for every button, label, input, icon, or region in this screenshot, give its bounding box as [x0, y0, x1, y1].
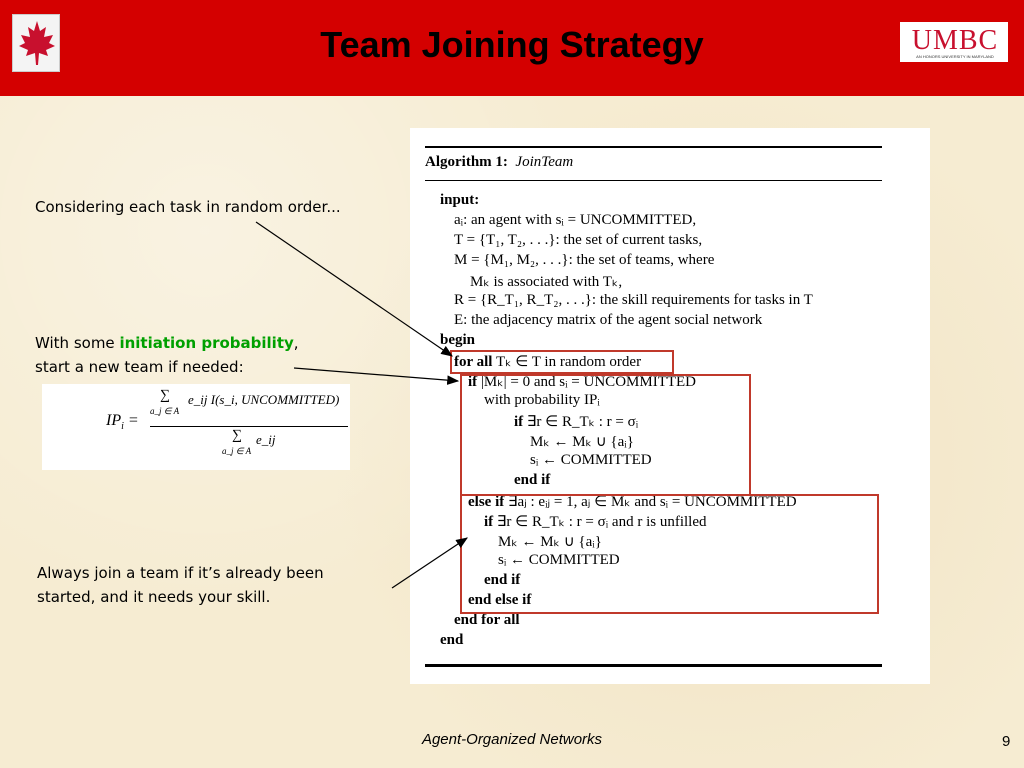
- algorithm-line: aᵢ: an agent with sᵢ = UNCOMMITTED,: [454, 212, 696, 229]
- algorithm-bottom-rule: [425, 664, 882, 667]
- formula-numerator-body: e_ij I(s_i, UNCOMMITTED): [188, 392, 340, 407]
- algorithm-line: else if ∃aⱼ : eᵢⱼ = 1, aⱼ ∈ Mₖ and sᵢ = …: [468, 492, 797, 511]
- slide-header: Team Joining Strategy UMBC AN HONORS UNI…: [0, 0, 1024, 96]
- algorithm-line: end else if: [468, 592, 531, 609]
- algorithm-keyword: else if: [468, 494, 505, 510]
- algorithm-line: Mₖ is associated with Tₖ,: [470, 272, 622, 291]
- algorithm-keyword: input:: [440, 192, 480, 208]
- algorithm-text: Mₖ ← Mₖ ∪ {aᵢ}: [530, 434, 634, 450]
- algorithm-text: |Mₖ| = 0 and sᵢ = UNCOMMITTED: [477, 374, 697, 390]
- formula-denominator-sum-sub: a_j ∈ A: [222, 446, 252, 456]
- algorithm-keyword: if: [514, 414, 524, 430]
- algorithm-keyword: if: [468, 374, 478, 390]
- algorithm-line: M = {M₁, M₂, . . .}: the set of teams, w…: [454, 252, 714, 269]
- algorithm-title: Algorithm 1: JoinTeam: [425, 154, 574, 170]
- algorithm-keyword: end if: [484, 572, 521, 588]
- algorithm-text: E: the adjacency matrix of the agent soc…: [454, 312, 763, 328]
- algorithm-line: input:: [440, 192, 479, 209]
- algorithm-line: with probability IPᵢ: [484, 392, 600, 409]
- algorithm-box: Algorithm 1: JoinTeam input: aᵢ: an agent…: [410, 128, 930, 684]
- algorithm-text: sᵢ ← COMMITTED: [530, 452, 652, 468]
- formula-denominator-body: e_ij: [256, 432, 276, 447]
- umbc-logo-text: UMBC: [911, 25, 999, 56]
- algorithm-text: R = {R_T₁, R_T₂, . . .}: the skill requi…: [454, 292, 813, 308]
- algorithm-line: end if: [514, 472, 550, 489]
- initiation-probability-formula: IPi = ∑ a_j ∈ A e_ij I(s_i, UNCOMMITTED)…: [42, 384, 350, 470]
- algorithm-keyword: end if: [514, 472, 551, 488]
- algorithm-line: end: [440, 632, 463, 649]
- algorithm-text: Mₖ ← Mₖ ∪ {aᵢ}: [498, 534, 602, 550]
- algorithm-keyword: end for all: [454, 612, 520, 628]
- algorithm-line: if |Mₖ| = 0 and sᵢ = UNCOMMITTED: [468, 372, 696, 391]
- formula-fraction-bar: [150, 426, 348, 427]
- formula-lhs: IPi =: [106, 412, 139, 433]
- annotation-random-order: Considering each task in random order...: [35, 198, 341, 216]
- algorithm-text: ∃r ∈ R_Tₖ : r = σᵢ: [523, 414, 639, 430]
- algorithm-keyword: end else if: [468, 592, 532, 608]
- algorithm-text: Mₖ is associated with Tₖ,: [470, 274, 623, 290]
- algorithm-line: if ∃r ∈ R_Tₖ : r = σᵢ: [514, 412, 638, 431]
- algorithm-top-rule: [425, 146, 882, 148]
- formula-denominator-sum: ∑: [232, 428, 242, 443]
- algorithm-line: R = {R_T₁, R_T₂, . . .}: the skill requi…: [454, 292, 813, 309]
- algorithm-line: if ∃r ∈ R_Tₖ : r = σᵢ and r is unfilled: [484, 512, 707, 531]
- algorithm-line: end if: [484, 572, 520, 589]
- umbc-logo-subtext: AN HONORS UNIVERSITY IN MARYLAND: [916, 54, 994, 59]
- arrow-random-order: [255, 221, 453, 357]
- algorithm-text: ∃r ∈ R_Tₖ : r = σᵢ and r is unfilled: [493, 514, 707, 530]
- algorithm-line: Mₖ ← Mₖ ∪ {aᵢ}: [530, 432, 634, 451]
- algorithm-line: end for all: [454, 612, 520, 629]
- algorithm-text: T = {T₁, T₂, . . .}: the set of current …: [454, 232, 703, 248]
- algorithm-text: sᵢ ← COMMITTED: [498, 552, 620, 568]
- algorithm-keyword: end: [440, 632, 464, 648]
- arrow-initiation: [293, 367, 460, 385]
- algorithm-line: begin: [440, 332, 475, 349]
- arrow-join: [391, 537, 468, 589]
- algorithm-keyword: for all: [454, 354, 493, 370]
- annotation-join-line1: Always join a team if it’s already been: [37, 564, 324, 582]
- highlight-join-team: [460, 494, 879, 614]
- formula-numerator-sum-sub: a_j ∈ A: [150, 406, 180, 416]
- slide-footer: Agent-Organized Networks: [421, 731, 603, 748]
- algorithm-line: for all Tₖ ∈ T in random order: [454, 352, 641, 371]
- algorithm-line: E: the adjacency matrix of the agent soc…: [454, 312, 762, 329]
- annotation-initiation-suffix: ,: [293, 334, 299, 352]
- umbc-logo: UMBC AN HONORS UNIVERSITY IN MARYLAND: [900, 22, 1008, 62]
- slide-title: Team Joining Strategy: [320, 24, 704, 65]
- algorithm-header-rule: [425, 180, 882, 181]
- algorithm-line: sᵢ ← COMMITTED: [530, 452, 652, 469]
- algorithm-text: ∃aⱼ : eᵢⱼ = 1, aⱼ ∈ Mₖ and sᵢ = UNCOMMIT…: [504, 494, 797, 510]
- algorithm-keyword: if: [484, 514, 494, 530]
- annotation-join-line2: started, and it needs your skill.: [37, 588, 271, 606]
- annotation-initiation-line2: start a new team if needed:: [35, 358, 244, 376]
- algorithm-text: aᵢ: an agent with sᵢ = UNCOMMITTED,: [454, 212, 697, 228]
- algorithm-text: Tₖ ∈ T in random order: [492, 354, 642, 370]
- algorithm-line: sᵢ ← COMMITTED: [498, 552, 620, 569]
- formula-numerator-sum: ∑: [160, 388, 170, 403]
- algorithm-keyword: begin: [440, 332, 476, 348]
- highlight-for-all: [450, 350, 674, 374]
- annotation-initiation-highlight: initiation probability: [119, 334, 294, 352]
- annotation-initiation-prefix: With some: [35, 334, 120, 352]
- algorithm-line: Mₖ ← Mₖ ∪ {aᵢ}: [498, 532, 602, 551]
- algorithm-text: M = {M₁, M₂, . . .}: the set of teams, w…: [454, 252, 715, 268]
- algorithm-line: T = {T₁, T₂, . . .}: the set of current …: [454, 232, 702, 249]
- algorithm-text: with probability IPᵢ: [484, 392, 600, 408]
- page-number: 9: [1002, 733, 1011, 750]
- annotation-initiation-line1: With some initiation probability,: [35, 334, 299, 352]
- maple-leaf-icon: [12, 14, 60, 72]
